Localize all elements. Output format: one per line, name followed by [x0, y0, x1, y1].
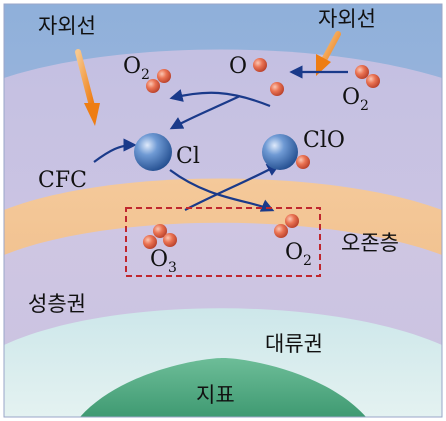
troposphere-label: 대류권 — [265, 332, 323, 356]
arrow-to-o2-top — [169, 89, 271, 108]
molecule-o2-top-atoms — [146, 69, 171, 93]
molecule-o3-atoms — [143, 224, 177, 249]
clo-label: ClO — [303, 128, 345, 153]
cl-label: Cl — [176, 144, 200, 169]
uv-arrow-right — [316, 31, 341, 76]
molecule-o2-right-atoms — [355, 65, 380, 88]
o3-label: O3 — [150, 247, 177, 276]
o2-bottom-label: O2 — [285, 240, 312, 269]
stratosphere-label: 성층권 — [28, 292, 86, 316]
molecule-clo-atoms — [262, 134, 310, 170]
molecule-o2-bottom-atoms — [274, 214, 299, 238]
earth-surface — [80, 358, 366, 417]
diagram-frame — [3, 3, 443, 418]
o2-top-label: O2 — [123, 54, 150, 83]
uv-arrow-left — [75, 49, 100, 126]
cfc-label: CFC — [38, 168, 87, 193]
arrow-cl-to-o2-bottom — [169, 169, 275, 212]
arrow-to-cl — [169, 95, 241, 130]
o2-bottom-subscript: 2 — [303, 253, 312, 269]
o2-top-symbol: O — [123, 54, 141, 79]
molecule-o-mid-atom — [270, 82, 284, 96]
ozone-layer-label: 오존층 — [341, 231, 399, 255]
arrow-to-clo — [184, 163, 281, 211]
uv-label-left: 자외선 — [38, 14, 96, 38]
molecule-cl-atom — [134, 133, 172, 171]
uv-label-right: 자외선 — [318, 7, 376, 31]
o3-symbol: O — [150, 247, 168, 272]
surface-label: 지표 — [196, 383, 235, 407]
reaction-arrows — [93, 65, 348, 212]
reaction-highlight-box — [125, 207, 321, 277]
o-top-label: O — [229, 54, 247, 79]
o2-right-label: O2 — [342, 85, 369, 114]
o2-right-symbol: O — [342, 85, 360, 110]
o2-top-subscript: 2 — [141, 67, 150, 83]
arrow-cfc-to-cl — [93, 138, 137, 163]
o2-right-subscript: 2 — [360, 98, 369, 114]
molecule-o-top-atom — [253, 58, 267, 72]
o2-bottom-symbol: O — [285, 240, 303, 265]
atmosphere-layers — [4, 4, 442, 417]
o3-subscript: 3 — [168, 260, 177, 276]
